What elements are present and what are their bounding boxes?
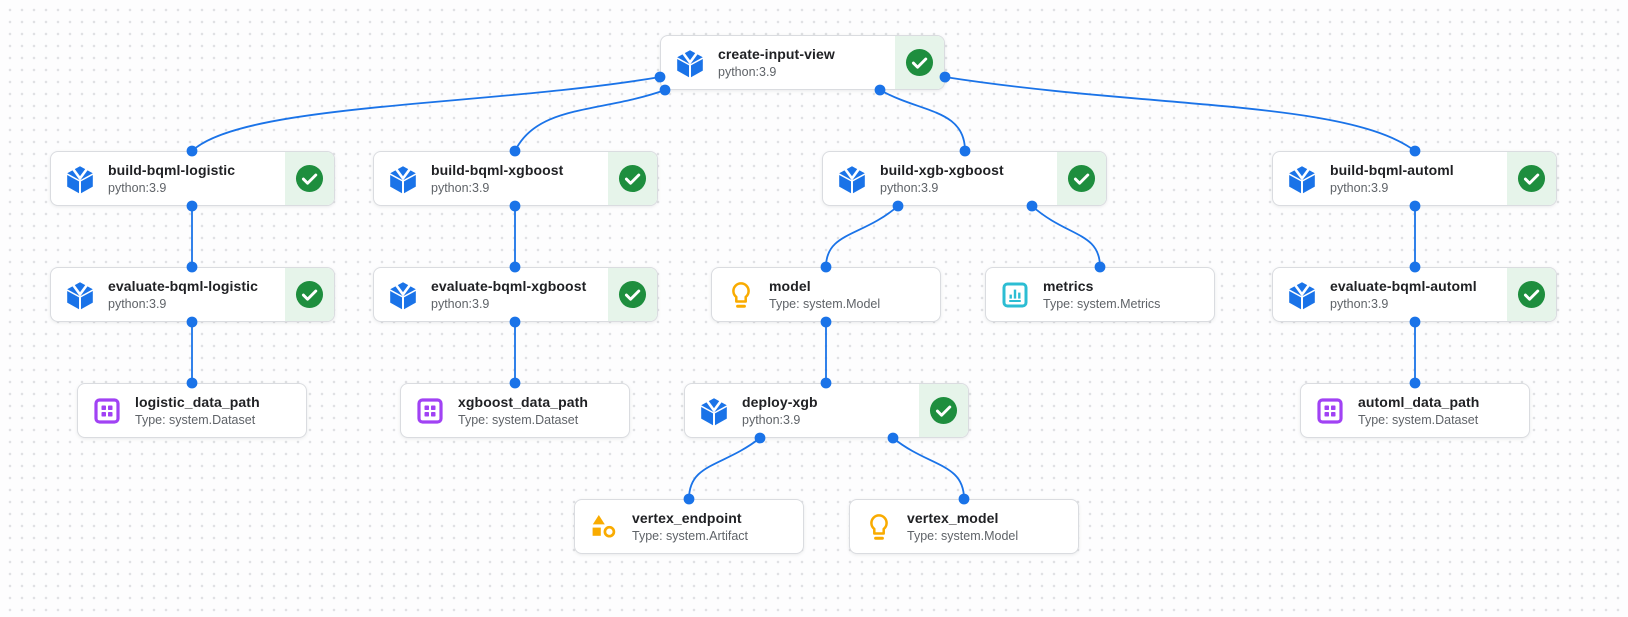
node-vertex_model[interactable]: vertex_model Type: system.Model — [849, 499, 1079, 554]
node-build-bqml-logistic[interactable]: build-bqml-logistic python:3.9 — [50, 151, 335, 206]
status-panel — [608, 152, 657, 205]
edge-deploy-xgb-to-vertex_model — [892, 437, 965, 500]
node-title: xgboost_data_path — [458, 393, 589, 410]
node-logistic_data_path[interactable]: logistic_data_path Type: system.Dataset — [77, 383, 307, 438]
status-panel — [285, 268, 334, 321]
status-panel — [1507, 268, 1556, 321]
status-panel — [285, 152, 334, 205]
node-subtitle: python:3.9 — [742, 412, 801, 427]
success-check-icon — [295, 280, 324, 309]
node-evaluate-bqml-logistic[interactable]: evaluate-bqml-logistic python:3.9 — [50, 267, 335, 322]
status-panel — [1057, 152, 1106, 205]
success-check-icon — [295, 164, 324, 193]
node-title: build-bqml-xgboost — [431, 161, 564, 178]
model-lightbulb-icon — [726, 280, 756, 310]
dataset-grid-icon — [92, 396, 122, 426]
node-subtitle: Type: system.Artifact — [632, 528, 749, 543]
node-subtitle: Type: system.Dataset — [458, 412, 579, 427]
node-title: evaluate-bqml-xgboost — [431, 277, 587, 294]
node-subtitle: python:3.9 — [1330, 180, 1389, 195]
dataset-grid-icon — [1315, 396, 1345, 426]
dataset-grid-icon — [415, 396, 445, 426]
node-subtitle: Type: system.Metrics — [1043, 296, 1161, 311]
node-title: vertex_model — [907, 509, 999, 526]
component-cube-icon — [388, 164, 418, 194]
edge-deploy-xgb-to-vertex_endpoint — [688, 437, 761, 500]
edge-create-input-view-to-build-bqml-xgboost — [514, 89, 666, 152]
component-cube-icon — [675, 48, 705, 78]
node-xgboost_data_path[interactable]: xgboost_data_path Type: system.Dataset — [400, 383, 630, 438]
node-metrics[interactable]: metrics Type: system.Metrics — [985, 267, 1215, 322]
node-subtitle: python:3.9 — [431, 180, 490, 195]
node-vertex_endpoint[interactable]: vertex_endpoint Type: system.Artifact — [574, 499, 804, 554]
node-subtitle: python:3.9 — [431, 296, 490, 311]
component-cube-icon — [65, 280, 95, 310]
node-create-input-view[interactable]: create-input-view python:3.9 — [660, 35, 945, 90]
node-deploy-xgb[interactable]: deploy-xgb python:3.9 — [684, 383, 969, 438]
node-subtitle: Type: system.Model — [907, 528, 1019, 543]
node-title: build-bqml-logistic — [108, 161, 236, 178]
model-lightbulb-icon — [864, 512, 894, 542]
node-subtitle: python:3.9 — [1330, 296, 1389, 311]
node-title: automl_data_path — [1358, 393, 1480, 410]
metrics-chart-icon — [1000, 280, 1030, 310]
node-subtitle: python:3.9 — [880, 180, 939, 195]
node-subtitle: Type: system.Dataset — [135, 412, 256, 427]
node-title: metrics — [1043, 277, 1094, 294]
success-check-icon — [1517, 164, 1546, 193]
component-cube-icon — [1287, 164, 1317, 194]
success-check-icon — [905, 48, 934, 77]
node-build-xgb-xgboost[interactable]: build-xgb-xgboost python:3.9 — [822, 151, 1107, 206]
node-evaluate-bqml-automl[interactable]: evaluate-bqml-automl python:3.9 — [1272, 267, 1557, 322]
success-check-icon — [618, 280, 647, 309]
status-panel — [919, 384, 968, 437]
node-subtitle: python:3.9 — [108, 296, 167, 311]
edge-build-xgb-xgboost-to-model — [825, 205, 899, 268]
node-automl_data_path[interactable]: automl_data_path Type: system.Dataset — [1300, 383, 1530, 438]
node-title: deploy-xgb — [742, 393, 818, 410]
edge-build-xgb-xgboost-to-metrics — [1031, 205, 1101, 268]
status-panel — [895, 36, 944, 89]
node-subtitle: Type: system.Model — [769, 296, 881, 311]
component-cube-icon — [65, 164, 95, 194]
success-check-icon — [929, 396, 958, 425]
node-subtitle: python:3.9 — [718, 64, 777, 79]
edge-create-input-view-to-build-xgb-xgboost — [879, 89, 966, 152]
node-title: build-bqml-automl — [1330, 161, 1454, 178]
node-title: logistic_data_path — [135, 393, 260, 410]
node-title: evaluate-bqml-logistic — [108, 277, 259, 294]
node-model[interactable]: model Type: system.Model — [711, 267, 941, 322]
node-title: build-xgb-xgboost — [880, 161, 1004, 178]
node-build-bqml-xgboost[interactable]: build-bqml-xgboost python:3.9 — [373, 151, 658, 206]
status-panel — [608, 268, 657, 321]
component-cube-icon — [1287, 280, 1317, 310]
node-evaluate-bqml-xgboost[interactable]: evaluate-bqml-xgboost python:3.9 — [373, 267, 658, 322]
node-title: evaluate-bqml-automl — [1330, 277, 1477, 294]
node-subtitle: python:3.9 — [108, 180, 167, 195]
success-check-icon — [618, 164, 647, 193]
artifact-shapes-icon — [589, 512, 619, 542]
node-title: vertex_endpoint — [632, 509, 742, 526]
node-subtitle: Type: system.Dataset — [1358, 412, 1479, 427]
success-check-icon — [1517, 280, 1546, 309]
status-panel — [1507, 152, 1556, 205]
edge-create-input-view-to-build-bqml-automl — [944, 76, 1416, 152]
component-cube-icon — [837, 164, 867, 194]
component-cube-icon — [699, 396, 729, 426]
edge-create-input-view-to-build-bqml-logistic — [191, 76, 661, 152]
component-cube-icon — [388, 280, 418, 310]
success-check-icon — [1067, 164, 1096, 193]
node-title: create-input-view — [718, 45, 835, 62]
node-title: model — [769, 277, 811, 294]
node-build-bqml-automl[interactable]: build-bqml-automl python:3.9 — [1272, 151, 1557, 206]
